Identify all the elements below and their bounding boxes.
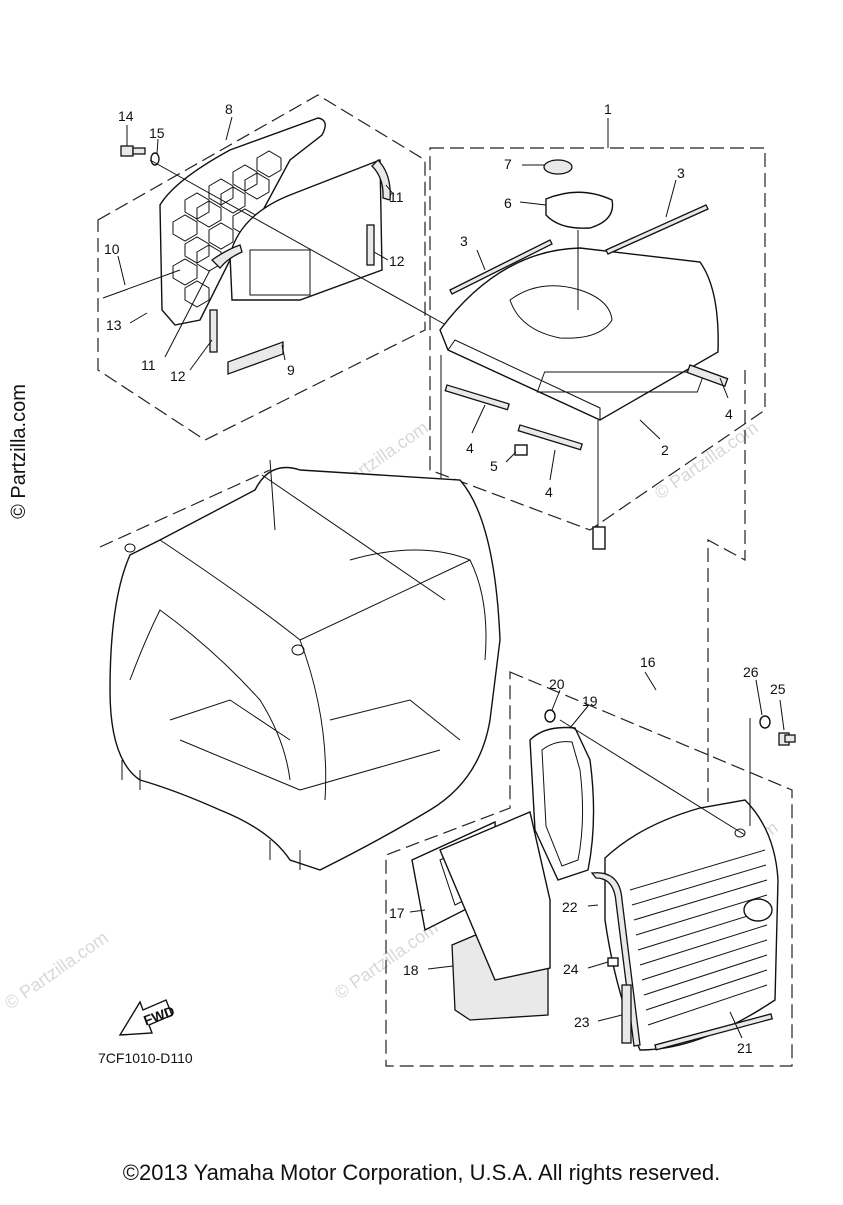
diagram-code: 7CF1010-D110 [98,1050,193,1066]
clip-5 [514,444,528,456]
cap-7 [543,159,573,175]
callout-23: 23 [574,1014,590,1030]
side-watermark: © Partzilla.com [7,384,30,519]
callout-8: 8 [225,101,233,117]
group-box-1 [429,147,766,531]
top-cover-2 [439,247,719,421]
callout-10: 10 [104,241,120,257]
callout-12-right: 12 [389,253,405,269]
seal-12-right [366,224,375,266]
callout-24: 24 [563,961,579,977]
copyright-text: ©2013 Yamaha Motor Corporation, U.S.A. A… [122,1160,721,1185]
callout-25: 25 [770,681,786,697]
rod-10 [102,269,181,299]
leader-lines [117,116,785,1039]
gasket-19 [529,726,595,881]
seal-23 [621,984,632,1044]
strip-bottom [654,1013,774,1051]
callout-16: 16 [640,654,656,670]
cap-base-6 [545,191,614,229]
fwd-label: FWD [141,1003,176,1029]
callout-4-mid: 4 [545,484,553,500]
callout-21: 21 [737,1040,753,1056]
callout-2: 2 [661,442,669,458]
callout-13: 13 [106,317,122,333]
callout-3-right: 3 [677,165,685,181]
frame [109,459,501,871]
callout-11-left: 11 [141,357,156,373]
callout-9: 9 [287,362,295,378]
seal-22 [590,872,641,1047]
seal-11-right [371,159,391,201]
strip-4-left [444,384,510,411]
foam-tray [439,811,551,981]
callout-1: 1 [604,101,612,117]
seal-12-left [209,309,218,353]
callout-4-left: 4 [466,440,474,456]
grommet-20 [544,709,556,723]
callout-26: 26 [743,664,759,680]
strip-3-left [449,239,553,295]
callout-22: 22 [562,899,578,915]
callout-labels: 1 2 3 3 4 4 4 5 6 7 8 9 10 11 11 12 12 1… [104,101,786,1056]
callout-4-right: 4 [725,406,733,422]
callout-3-left: 3 [460,233,468,249]
callout-20: 20 [549,676,565,692]
callout-7: 7 [504,156,512,172]
fwd-arrow: FWD [118,999,177,1036]
strip-4-mid [517,424,583,451]
leader-right [707,370,746,841]
strip-3-right [605,204,709,255]
callout-15: 15 [149,125,165,141]
callout-12-left: 12 [170,368,186,384]
group-box-8 [97,94,426,441]
callout-19: 19 [582,693,598,709]
bolt-25 [778,732,796,746]
seal-11-left [210,244,243,269]
grille-cover-21 [604,799,779,1051]
clip-24 [607,957,619,967]
clip-bottom [592,526,606,550]
callout-5: 5 [490,458,498,474]
group-box-16 [385,671,793,1067]
leader-frame [99,469,271,548]
callout-17: 17 [389,905,405,921]
callout-14: 14 [118,108,134,124]
washer-26 [759,715,771,729]
callout-18: 18 [403,962,419,978]
svg-text:© Partzilla.com: © Partzilla.com [1,927,112,1013]
callout-11-right: 11 [389,189,404,205]
bolt-14 [120,145,146,157]
callout-6: 6 [504,195,512,211]
strip-4-right [686,364,729,388]
